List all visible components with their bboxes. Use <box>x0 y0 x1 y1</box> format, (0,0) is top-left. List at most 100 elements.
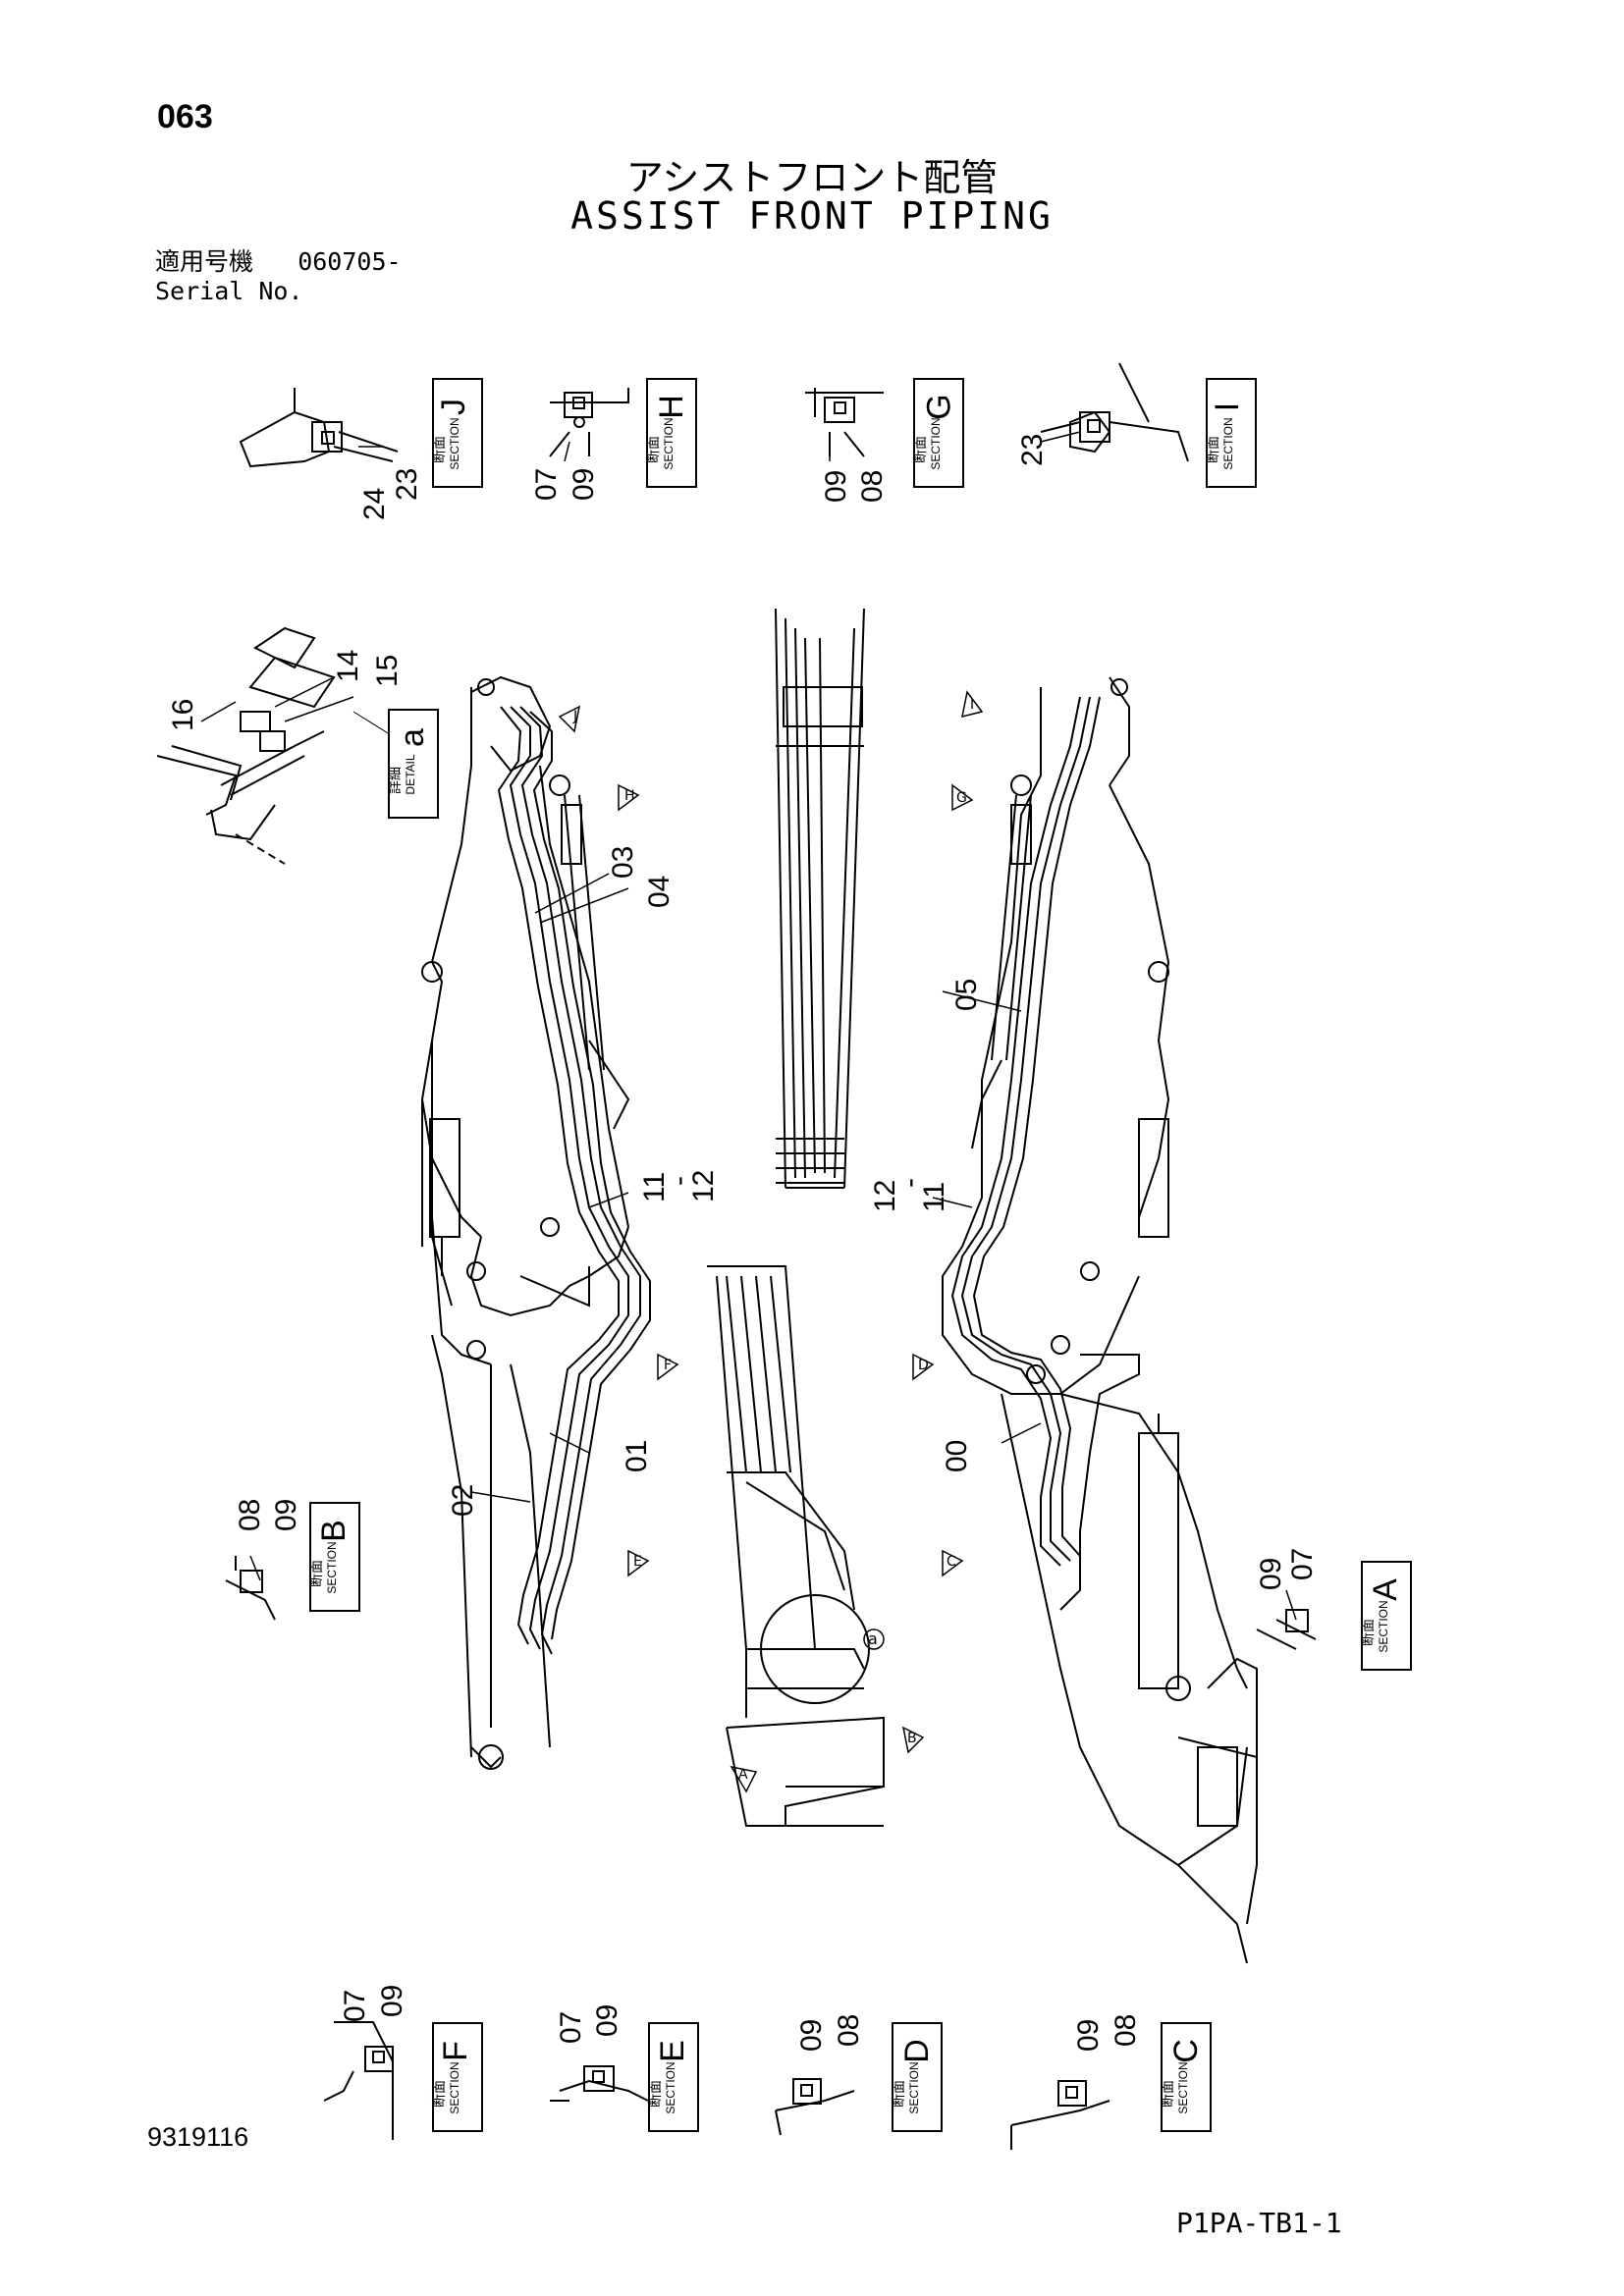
section-a-sketch <box>1256 1609 1317 1650</box>
section-label-g: G SECTION 断面 <box>913 378 964 488</box>
callout-11: 11 <box>918 1181 950 1212</box>
serial-label-en: Serial No. <box>155 277 303 305</box>
callout-09: 09 <box>820 469 852 503</box>
section-kanji: 断面 <box>646 436 662 463</box>
callout-07: 07 <box>555 2010 587 2044</box>
section-word: SECTION <box>1221 417 1235 470</box>
callout-14: 14 <box>332 649 364 682</box>
section-kanji: 断面 <box>432 2080 448 2108</box>
callout-09: 09 <box>568 467 600 501</box>
callout-08: 08 <box>1110 2013 1142 2047</box>
section-kanji: 断面 <box>1361 1619 1377 1646</box>
section-kanji: 断面 <box>892 2080 907 2108</box>
callout-00: 00 <box>941 1439 973 1472</box>
view-marker-g: G <box>956 790 967 806</box>
section-label-f: F SECTION 断面 <box>432 2022 483 2132</box>
center-arm-upper <box>775 608 865 1189</box>
section-kanji: 断面 <box>432 436 448 463</box>
document-number: 9319116 <box>147 2122 249 2152</box>
view-marker-c: C <box>947 1554 956 1570</box>
callout-23: 23 <box>1016 433 1049 466</box>
serial-value: 060705- <box>298 247 402 276</box>
callout-09: 09 <box>376 1984 408 2017</box>
title-english: ASSIST FRONT PIPING <box>570 194 1054 238</box>
section-word: SECTION <box>664 2061 677 2114</box>
section-word: SECTION <box>448 417 461 470</box>
callout-05: 05 <box>950 978 983 1011</box>
detail-kanji: 詳細 <box>388 767 404 794</box>
view-markers <box>558 690 984 1793</box>
detail-word: DETAIL <box>404 754 417 795</box>
view-marker-h: H <box>624 788 635 804</box>
callout-08: 08 <box>833 2013 865 2047</box>
section-word: SECTION <box>1377 1600 1390 1653</box>
callout-09: 09 <box>1072 2018 1105 2052</box>
callout-08: 08 <box>234 1498 266 1531</box>
section-word: SECTION <box>448 2061 461 2114</box>
section-label-b: B SECTION 断面 <box>309 1502 360 1612</box>
detail-label-a: a DETAIL 詳細 <box>388 709 439 819</box>
serial-block: 適用号機 060705- Serial No. <box>155 247 402 306</box>
callout-16: 16 <box>167 698 199 731</box>
section-word: SECTION <box>325 1541 339 1594</box>
section-f-sketch <box>323 2021 394 2140</box>
callout-07: 07 <box>339 1989 371 2022</box>
view-marker-i: I <box>970 697 975 713</box>
section-label-j: J SECTION 断面 <box>432 378 483 488</box>
callout-07: 07 <box>1286 1547 1319 1580</box>
section-e-sketch <box>550 2065 649 2102</box>
callout-12: 12 <box>687 1169 720 1202</box>
section-label-d: D SECTION 断面 <box>892 2022 943 2132</box>
view-marker-j: J <box>573 709 578 724</box>
section-kanji: 断面 <box>1161 2080 1176 2108</box>
section-d-sketch <box>775 2078 855 2136</box>
section-label-c: C SECTION 断面 <box>1161 2022 1212 2132</box>
section-label-a: A SECTION 断面 <box>1361 1561 1412 1671</box>
section-h-sketch <box>549 388 629 457</box>
callout-09: 09 <box>795 2018 828 2052</box>
view-marker-b: B <box>907 1731 917 1746</box>
view-marker-detail-a: a <box>868 1629 878 1648</box>
callout-04: 04 <box>643 875 676 908</box>
section-b-sketch <box>225 1556 276 1621</box>
callout-09: 09 <box>1255 1557 1287 1590</box>
section-kanji: 断面 <box>648 2080 664 2108</box>
section-word: SECTION <box>929 417 943 470</box>
serial-line-jp: 適用号機 060705- <box>155 247 402 277</box>
section-word: SECTION <box>662 417 676 470</box>
sheet-code: P1PA-TB1-1 <box>1176 2207 1342 2239</box>
section-j-sketch <box>239 388 399 468</box>
view-marker-f: F <box>664 1358 673 1373</box>
center-arm-lower <box>707 1265 885 1827</box>
left-boom-assembly <box>420 675 651 1770</box>
section-i-sketch <box>1040 362 1189 462</box>
right-boom-assembly <box>942 676 1258 1964</box>
serial-label-jp: 適用号機 <box>155 247 254 276</box>
section-c-sketch <box>1010 2080 1110 2150</box>
view-marker-e: E <box>633 1554 642 1570</box>
section-kanji: 断面 <box>309 1560 325 1587</box>
section-label-e: E SECTION 断面 <box>648 2022 699 2132</box>
callout-02: 02 <box>447 1483 479 1517</box>
section-kanji: 断面 <box>1206 436 1221 463</box>
callout-08: 08 <box>856 469 889 503</box>
callout-09: 09 <box>270 1498 302 1531</box>
callout-07: 07 <box>530 467 563 501</box>
title-japanese: アシストフロント配管 <box>625 156 999 199</box>
section-kanji: 断面 <box>913 436 929 463</box>
page-number: 063 <box>157 98 213 135</box>
callout-24: 24 <box>358 487 391 520</box>
view-marker-d: D <box>918 1358 929 1373</box>
callout-09: 09 <box>591 2003 623 2037</box>
callout-03: 03 <box>607 845 639 879</box>
view-marker-a: A <box>738 1767 748 1783</box>
callout-23: 23 <box>391 467 423 501</box>
callout-01: 01 <box>621 1439 653 1472</box>
section-label-h: H SECTION 断面 <box>646 378 697 488</box>
section-word: SECTION <box>907 2061 921 2114</box>
callout-15: 15 <box>371 654 404 687</box>
section-label-i: I SECTION 断面 <box>1206 378 1257 488</box>
section-g-sketch <box>805 388 884 457</box>
section-word: SECTION <box>1176 2061 1190 2114</box>
